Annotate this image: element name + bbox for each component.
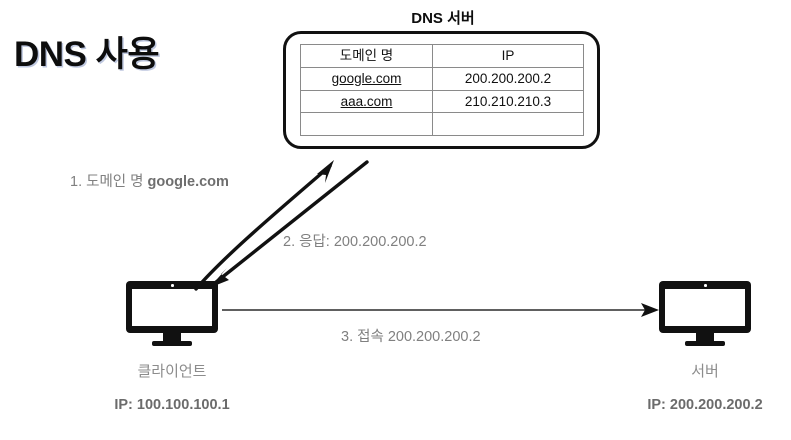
step-3-text: 3. 접속 200.200.200.2 — [341, 329, 481, 345]
step-2-text: 2. 응답: 200.200.200.2 — [283, 234, 427, 250]
dns-record-table: 도메인 명 IP google.com 200.200.200.2 aaa.co… — [300, 44, 584, 136]
step-3-label: 3. 접속 200.200.200.2 — [341, 325, 481, 346]
monitor-stand-base — [685, 341, 725, 346]
column-header-ip: IP — [432, 44, 584, 68]
server-ip-label: IP: 200.200.200.2 — [647, 397, 763, 413]
client-ip-label: IP: 100.100.100.1 — [114, 397, 230, 413]
monitor-screen-icon — [126, 281, 218, 333]
table-header-row: 도메인 명 IP — [300, 44, 584, 68]
page-title: DNS 사용 — [14, 35, 160, 74]
client-monitor-icon — [126, 281, 218, 347]
cell-domain: google.com — [300, 66, 433, 91]
monitor-screen-icon — [659, 281, 751, 333]
monitor-stand-base — [152, 341, 192, 346]
monitor-display-area — [132, 289, 212, 326]
table-row: google.com 200.200.200.2 — [300, 66, 584, 91]
arrow-client-to-server-icon — [222, 303, 659, 317]
cell-ip: 200.200.200.2 — [432, 66, 584, 91]
webcam-dot-icon — [704, 284, 707, 287]
cell-ip — [432, 112, 584, 136]
monitor-stand-neck — [163, 333, 181, 342]
cell-domain: aaa.com — [300, 89, 433, 114]
step-2-label: 2. 응답: 200.200.200.2 — [283, 230, 427, 251]
cell-ip: 210.210.210.3 — [432, 89, 584, 114]
server-label: 서버 — [691, 363, 719, 380]
dns-server-title: DNS 서버 — [411, 10, 475, 27]
webcam-dot-icon — [171, 284, 174, 287]
client-label: 클라이언트 — [137, 363, 207, 380]
monitor-stand-neck — [696, 333, 714, 342]
step-1-text: 1. 도메인 명 — [70, 174, 148, 190]
cell-domain — [300, 112, 433, 136]
step-1-label: 1. 도메인 명 google.com — [70, 170, 229, 191]
table-row-empty — [300, 112, 584, 136]
table-row: aaa.com 210.210.210.3 — [300, 89, 584, 114]
column-header-domain: 도메인 명 — [300, 44, 433, 68]
arrow-dns-to-client-icon — [209, 160, 369, 288]
step-1-emphasis: google.com — [147, 174, 229, 190]
server-monitor-icon — [659, 281, 751, 347]
monitor-display-area — [665, 289, 745, 326]
